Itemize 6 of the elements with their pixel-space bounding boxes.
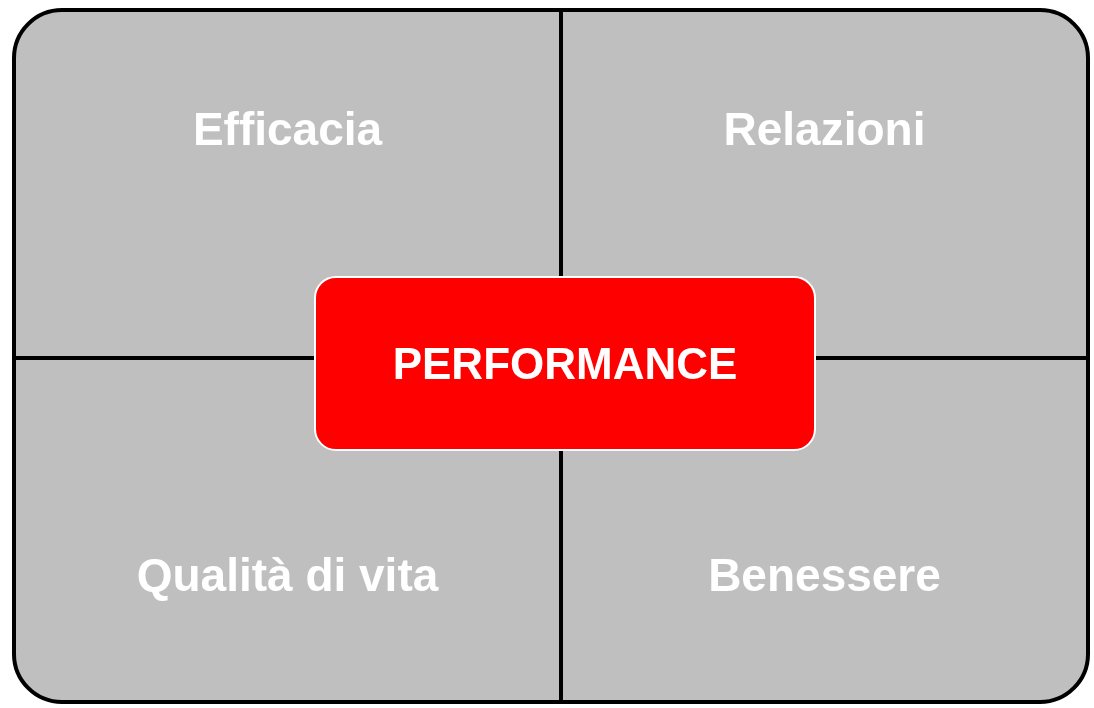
center-box bbox=[314, 276, 816, 451]
quadrant-label: Benessere bbox=[708, 548, 941, 602]
quadrant-label: Qualità di vita bbox=[136, 548, 439, 602]
center-label: PERFORMANCE bbox=[392, 338, 738, 389]
quadrant-label: Relazioni bbox=[723, 102, 926, 156]
quadrant-label: Efficacia bbox=[192, 102, 383, 156]
